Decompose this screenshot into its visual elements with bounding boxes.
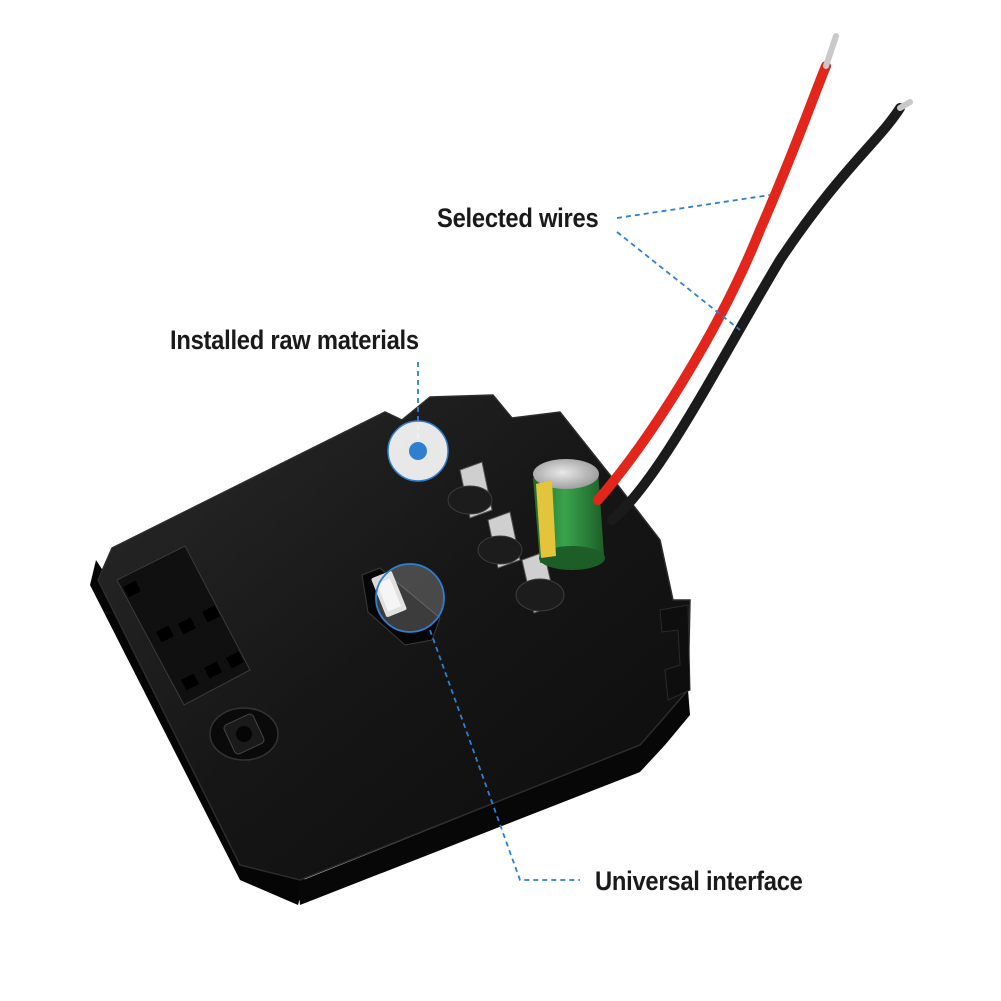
black-wire [607,103,905,525]
board-edge-right [298,690,690,905]
callout-lines [417,194,771,881]
label-installed-raw-materials: Installed raw materials [170,325,419,355]
solder-blobs [447,485,565,612]
callout-marker-materials [387,420,449,482]
connector-pins [123,580,244,691]
side-clip [659,604,691,701]
red-wire [593,61,831,505]
capacitor [533,459,605,570]
black-wire-tip [897,99,913,111]
label-universal-interface: Universal interface [595,866,803,896]
callout-marker-interface [375,563,445,633]
label-selected-wires: Selected wires [437,203,599,233]
red-wire-tip [823,33,839,69]
push-button [209,707,279,761]
